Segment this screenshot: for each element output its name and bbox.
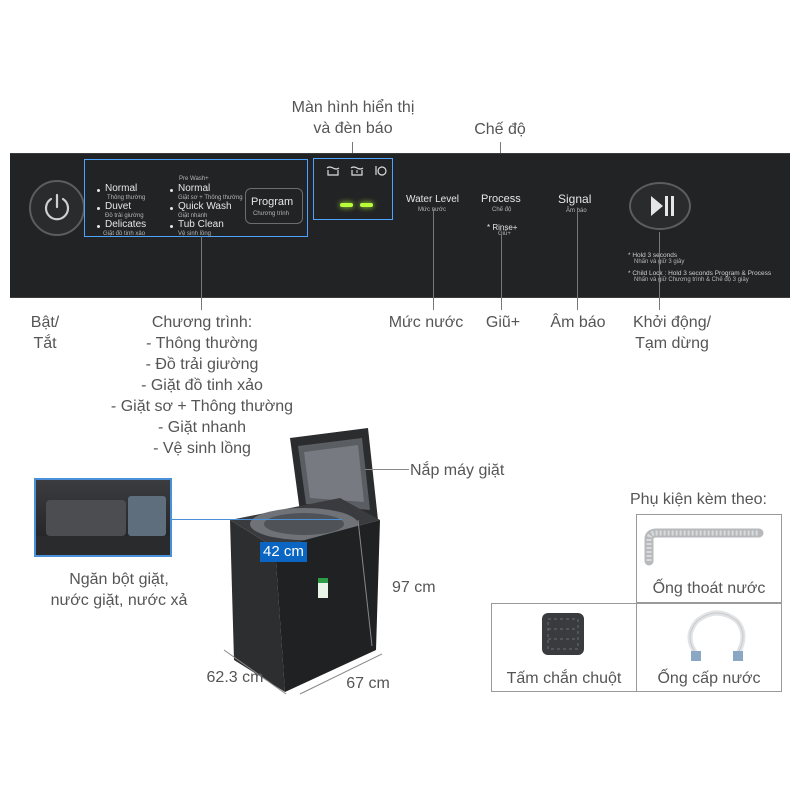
drain-hose-label: Ống thoát nước	[652, 580, 766, 597]
mode-leader	[500, 142, 501, 156]
depth-dimension: 67 cm	[346, 675, 390, 692]
process-button[interactable]: Process	[481, 193, 521, 205]
lid-callout: Nắp máy giặt	[410, 462, 505, 479]
program-leader	[201, 236, 202, 310]
program-led	[170, 189, 173, 192]
program-duvet: Duvet	[105, 201, 132, 212]
inlet-hose-icon	[687, 610, 746, 661]
program-delicates: Delicates	[105, 219, 147, 230]
drawer-compartment	[46, 500, 126, 536]
signal-button-vi: Âm báo	[566, 208, 587, 214]
rinse-callout: Giũ+	[485, 314, 521, 331]
program-led	[170, 207, 173, 210]
program-delicates-vi: Giặt đồ tinh xảo	[103, 231, 146, 237]
rat-guard-label: Tấm chắn chuột	[506, 670, 622, 687]
child-lock-note-vi: Nhấn và giữ Chương trình & Chế độ 3 giây	[634, 277, 749, 283]
signal-leader	[577, 210, 578, 310]
program-normal: Normal	[105, 183, 138, 194]
program-led	[170, 225, 173, 228]
rinse-note-vi: Giũ+	[498, 231, 511, 237]
rat-guard-box: Tấm chắn chuột	[491, 603, 637, 692]
washing-machine-illustration	[230, 428, 380, 692]
signal-button[interactable]: Signal	[558, 192, 592, 206]
program-normal-vi: Thông thường	[107, 195, 146, 201]
height-dimension: 97 cm	[392, 579, 436, 596]
program-tub-clean-vi: Vệ sinh lồng	[178, 231, 212, 237]
program-led	[97, 207, 100, 210]
lid-leader	[365, 469, 409, 470]
program-button-label: Program	[251, 196, 294, 208]
program-quick-wash-vi: Giặt nhanh	[178, 213, 208, 219]
drawer-compartment	[128, 496, 166, 536]
display-leader	[352, 142, 353, 156]
accessories-title: Phụ kiện kèm theo:	[630, 491, 767, 508]
mode-callout: Chế độ	[474, 121, 526, 138]
program-prewash-normal: Normal	[178, 183, 211, 194]
play-pause-icon	[651, 196, 674, 216]
program-quick-wash: Quick Wash	[178, 201, 232, 212]
rinse-leader	[501, 234, 502, 310]
spin-icon	[375, 166, 387, 176]
water-level-button-vi: Mức nước	[418, 207, 446, 213]
program-led	[97, 225, 100, 228]
water-leader	[433, 209, 434, 310]
child-lock-note: * Child Lock : Hold 3 seconds Program & …	[628, 270, 772, 277]
drawer-front	[36, 536, 170, 555]
rat-guard-icon	[542, 613, 584, 655]
control-panel: Normal Thông thường Duvet Đồ trải giường…	[10, 153, 790, 298]
drain-hose-box: Ống thoát nước	[636, 514, 782, 603]
start-pause-callout: Khởi động/ Tạm dừng	[632, 314, 712, 352]
water-level-button[interactable]: Water Level	[406, 194, 459, 205]
width-dimension: 62.3 cm	[206, 669, 264, 686]
signal-callout: Âm báo	[550, 314, 606, 331]
drawer-callout: Ngăn bột giặt, nước giặt, nước xả	[50, 571, 188, 609]
program-selector: Normal Thông thường Duvet Đồ trải giường…	[84, 159, 308, 237]
display-callout: Màn hình hiển thị và đèn báo	[291, 99, 415, 137]
power-callout: Bật/ Tắt	[30, 314, 60, 352]
led-indicator	[360, 203, 373, 207]
power-button[interactable]	[29, 180, 85, 236]
program-duvet-vi: Đồ trải giường	[105, 213, 144, 219]
wash-icon	[326, 166, 340, 176]
drain-hose-icon	[644, 528, 764, 566]
rinse-note: * Rinse+	[487, 223, 518, 232]
hold-note: * Hold 3 seconds	[628, 252, 678, 259]
water-level-callout: Mức nước	[388, 314, 464, 331]
detergent-drawer-photo	[34, 478, 172, 557]
program-callout: Chương trình: - Thông thường - Đồ trải g…	[110, 314, 294, 457]
program-prewash-label: Pre Wash+	[179, 176, 209, 182]
program-led	[97, 189, 100, 192]
process-button-vi: Chế độ	[492, 207, 512, 213]
program-prewash-vi: Giặt sơ + Thông thường	[178, 195, 243, 201]
program-button-vi: Chương trình	[253, 211, 289, 217]
led-indicator	[340, 203, 353, 207]
status-display	[313, 158, 393, 220]
power-icon	[44, 193, 70, 221]
drum-dimension-line	[172, 519, 342, 520]
start-leader	[659, 232, 660, 310]
inlet-hose-box: Ống cấp nước	[636, 603, 782, 692]
drum-badge: 42 cm	[260, 542, 307, 562]
rinse-icon	[350, 166, 364, 176]
start-pause-button[interactable]	[629, 182, 691, 230]
program-tub-clean: Tub Clean	[178, 219, 224, 230]
program-button[interactable]: Program Chương trình	[245, 188, 303, 224]
inlet-hose-label: Ống cấp nước	[657, 670, 761, 687]
